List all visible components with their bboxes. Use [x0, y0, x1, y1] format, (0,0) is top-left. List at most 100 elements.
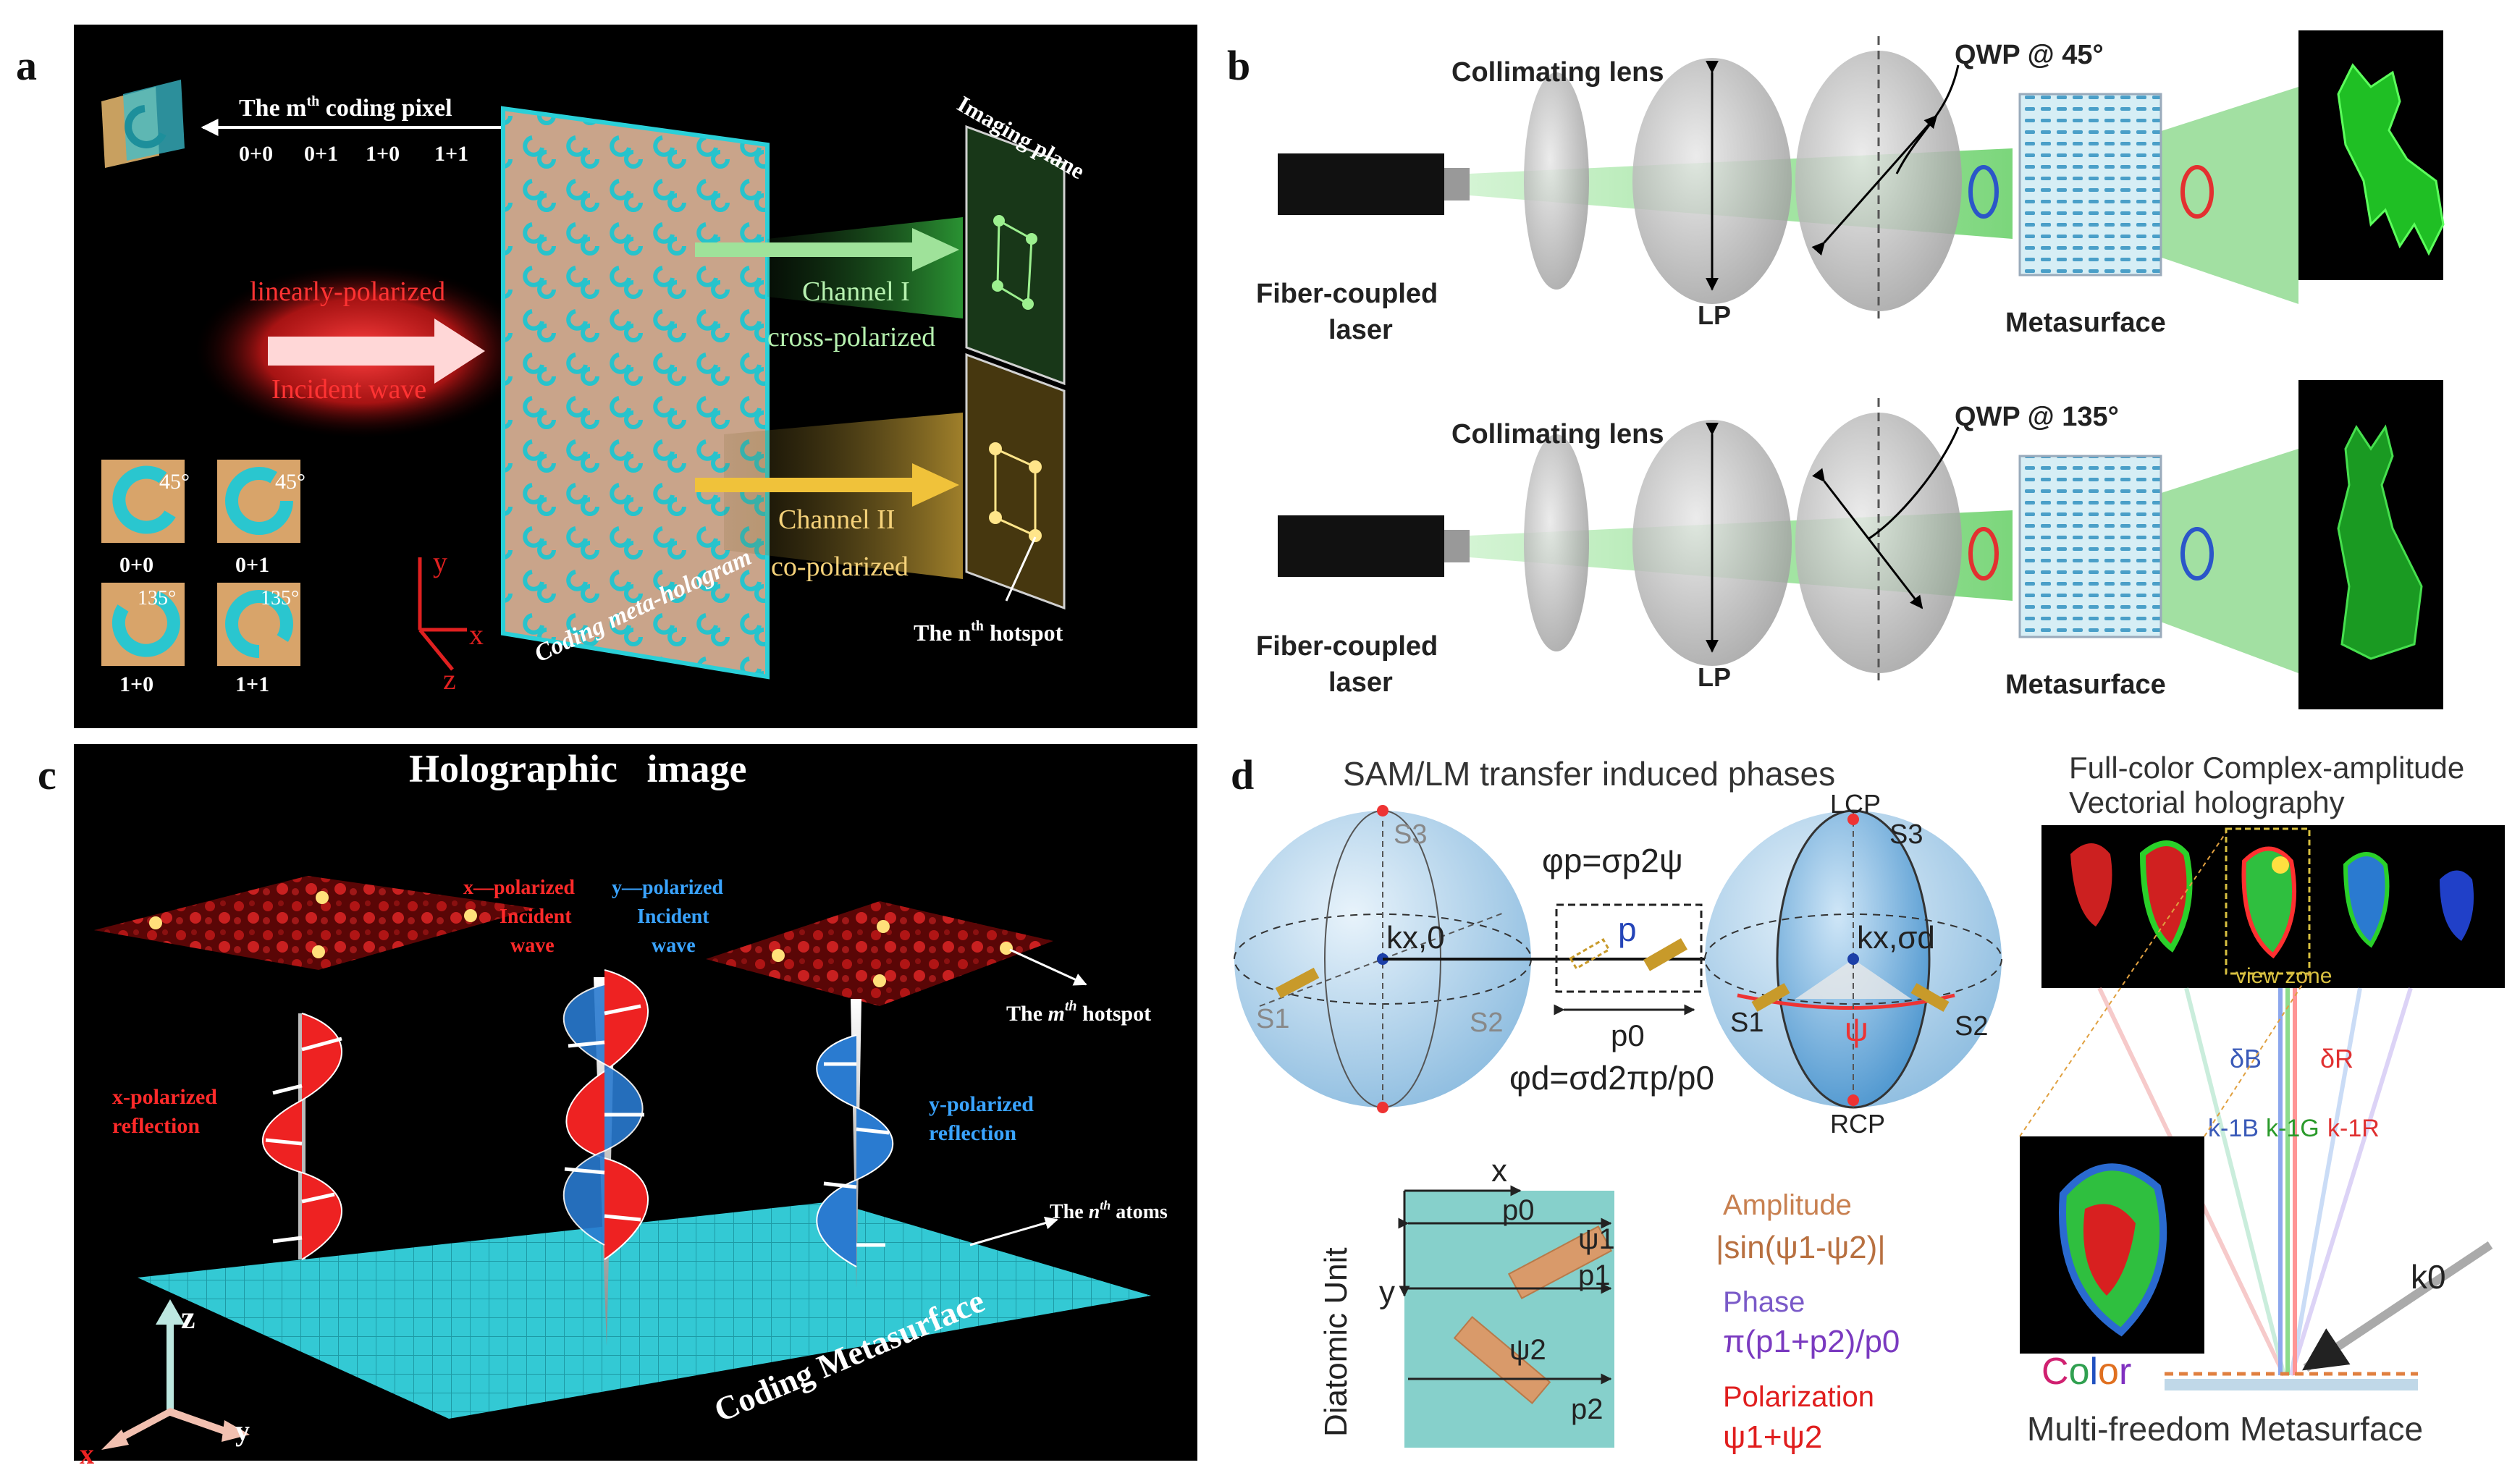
holo-spot-8: [873, 974, 886, 987]
incident-label-line1: linearly-polarized: [250, 277, 445, 307]
holo-plane-left: [94, 876, 536, 970]
code-label-0: 0+0: [239, 142, 273, 166]
laser-label-bottom-1: Fiber-coupled: [1256, 631, 1438, 662]
x-reflection-line2: reflection: [112, 1114, 200, 1138]
unit-cell-00: 45°: [101, 460, 190, 543]
phi-p-formula: φp=σp2ψ: [1542, 842, 1683, 879]
angle-label-10: 135°: [138, 587, 176, 609]
qwp-135-label: QWP @ 135°: [1955, 402, 2119, 432]
collimating-lens-label-bottom: Collimating lens: [1451, 419, 1664, 450]
k-right: kx,σd: [1857, 920, 1935, 955]
angle-label-00: 45°: [159, 470, 190, 494]
code-label-3: 1+1: [434, 142, 468, 166]
incident-k0-arrow: [2302, 1241, 2493, 1372]
k1r-label: k-1R: [2327, 1115, 2380, 1142]
laser-top: [1278, 153, 1444, 215]
lcp-label: LCP: [1830, 789, 1881, 819]
angle-label-11: 135°: [261, 587, 299, 609]
collimating-lens-bottom: [1524, 434, 1589, 651]
axis-c-y: y: [235, 1414, 250, 1447]
green-hotspot-link: [996, 219, 1033, 306]
coding-metasurface-floor: [138, 1202, 1151, 1419]
color-label: Color: [2041, 1351, 2131, 1393]
holo-spot-6: [877, 920, 890, 933]
view-zone-label: view zone: [2235, 964, 2332, 988]
polarization-label: Polarization: [1723, 1381, 1874, 1413]
panel-label-d: d: [1231, 751, 1254, 798]
coding-meta-hologram: [501, 106, 770, 680]
metasurface-bottom: [2018, 455, 2162, 638]
incident-label-line2: Incident wave: [271, 374, 426, 405]
angle-label-01: 45°: [275, 470, 305, 494]
amplitude-label: Amplitude: [1723, 1189, 1852, 1221]
nth-hotspot-label: The nth hotspot: [914, 618, 1063, 646]
qwp-arrow-top: [1811, 114, 1938, 256]
collimating-lens-label-top: Collimating lens: [1451, 57, 1664, 88]
s3-left: S3: [1394, 819, 1427, 850]
laser-label-top-1: Fiber-coupled: [1256, 279, 1438, 309]
y-incident-line3: wave: [652, 934, 696, 957]
parrot-red-green: [2139, 840, 2193, 953]
lp-label-bottom: LP: [1698, 662, 1731, 692]
panel-d: SAM/LM transfer induced phases S3 S1 S2 …: [1234, 751, 2505, 1455]
qwp-45-label: QWP @ 45°: [1955, 40, 2104, 70]
x-incident-line2: Incident: [500, 906, 572, 928]
metasurface-label-bottom: Metasurface: [2005, 670, 2166, 700]
axis-c-x: x: [80, 1438, 94, 1470]
holo-spot-1: [149, 916, 162, 929]
polarization-red-top: [2180, 165, 2214, 219]
unit-cell-10: 135°: [101, 583, 185, 666]
unit-code-10: 1+0: [119, 672, 153, 696]
qwp-pointer-bottom: [1867, 426, 1960, 541]
zoom-guide-2: [2204, 973, 2310, 1137]
mth-hotspot-pointer: [1009, 948, 1087, 986]
amplitude-formula: |sin(ψ1-ψ2)|: [1716, 1230, 1886, 1265]
qwp-arrow-bottom: [1811, 468, 1923, 609]
zoom-guide-1: [2019, 832, 2227, 1137]
s1-left: S1: [1256, 1004, 1289, 1034]
channel1-line1: Channel I: [802, 277, 910, 307]
panel-d-title: SAM/LM transfer induced phases: [1343, 755, 1835, 793]
axis-a-x: x: [469, 618, 484, 651]
fullcolor-line1: Full-color Complex-amplitude: [2069, 751, 2464, 785]
delta-r-label: δR: [2320, 1044, 2353, 1073]
hotspot-pointer: [1005, 536, 1037, 602]
unit-code-00: 0+0: [119, 553, 153, 577]
holo-spot-7: [1000, 942, 1013, 955]
holo-plane-right: [706, 901, 1053, 1006]
coding-pixel-title: The mth coding pixel: [239, 93, 452, 122]
delta-b-label: δB: [2230, 1044, 2262, 1073]
phi-d-formula: φd=σd2πp/p0: [1509, 1059, 1714, 1097]
coding-pixel-icon: [101, 80, 185, 168]
incident-arrow: [268, 318, 485, 384]
k1g-label: k-1G: [2266, 1115, 2319, 1142]
axis-c-z: z: [181, 1300, 195, 1335]
x-reflection-helix: [261, 1013, 342, 1260]
x-incident-line1: x—polarized: [463, 877, 575, 899]
channel1-arrow: [695, 228, 959, 271]
parrot-fullcolor: [2241, 846, 2297, 959]
channel2-line2: co-polarized: [771, 552, 909, 582]
gold-hotspot-link: [994, 447, 1037, 538]
diatomic-unit-cell: [1404, 1191, 1614, 1448]
panel-label-c: c: [38, 751, 56, 798]
wolf-image: [2337, 63, 2445, 256]
unit-p1-label: p1: [1578, 1259, 1611, 1291]
imaging-plane-green: [965, 124, 1066, 386]
phase-formula: π(p1+p2)/p0: [1723, 1324, 1900, 1359]
view-zone-box: [2225, 827, 2311, 975]
holo-spot-4: [312, 945, 325, 958]
parrot-blue: [2440, 870, 2474, 941]
panel-label-b: b: [1227, 42, 1250, 89]
holo-spot-2: [316, 891, 329, 904]
multi-freedom-label: Multi-freedom Metasurface: [2027, 1410, 2423, 1448]
s2-right: S2: [1955, 1011, 1988, 1042]
laser-label-top-2: laser: [1328, 315, 1393, 345]
diatomic-unit-label: Diatomic Unit: [1318, 1247, 1354, 1437]
unit-cell-11: 135°: [217, 583, 300, 666]
k-left: kx,0: [1386, 920, 1445, 955]
panel-b: Collimating lens QWP @ 45° Fiber-coupled…: [1256, 30, 2445, 709]
s2-left: S2: [1470, 1008, 1503, 1038]
holo-spot-5: [772, 949, 785, 962]
panel-label-a: a: [16, 42, 37, 89]
